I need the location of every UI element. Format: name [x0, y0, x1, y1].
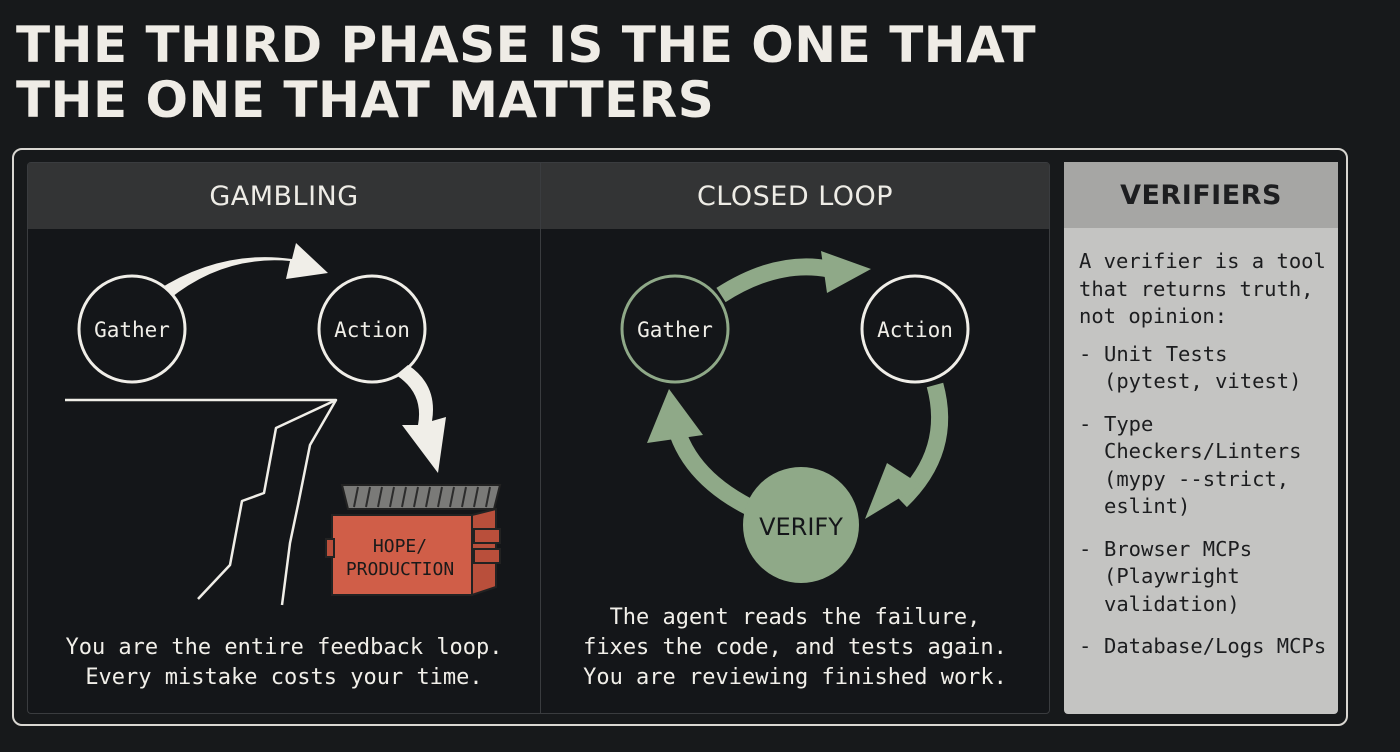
loop-verify-node: VERIFY [743, 467, 859, 583]
loop-verify-label: VERIFY [759, 513, 843, 541]
gambling-gather-label: Gather [94, 318, 170, 342]
comparison-frame [12, 148, 1348, 726]
gambling-panel: GAMBLING Gather Action [27, 162, 540, 714]
verifier-item: Type Checkers/Linters (mypy --strict, es… [1079, 411, 1335, 521]
gambling-header: GAMBLING [28, 163, 540, 229]
gambling-action-label: Action [334, 318, 410, 342]
verifier-item: Browser MCPs (Playwright validation) [1079, 536, 1335, 619]
loop-arrow-gather-to-action [716, 251, 871, 303]
loop-arrow-verify-to-gather [647, 389, 753, 515]
closed-loop-caption: The agent reads the failure, fixes the c… [541, 603, 1049, 693]
loop-gather-label: Gather [637, 318, 713, 342]
verifier-item: Database/Logs MCPs [1079, 633, 1335, 661]
gambling-caption: You are the entire feedback loop. Every … [28, 633, 540, 693]
verifiers-intro: A verifier is a tool that returns truth,… [1079, 249, 1326, 328]
closed-loop-header: CLOSED LOOP [541, 163, 1049, 229]
verifiers-list: Unit Tests (pytest, vitest) Type Checker… [1079, 341, 1335, 661]
title-line-1: THE THIRD PHASE IS THE ONE THAT [16, 16, 1037, 74]
closed-loop-caption-line-1: The agent reads the failure, [609, 605, 981, 630]
gambling-caption-line-1: You are the entire feedback loop. [65, 635, 503, 660]
gather-to-action-arrow [156, 243, 328, 300]
gambling-diagram: Gather Action [65, 243, 502, 606]
gambling-action-node: Action [317, 274, 427, 384]
title-line-2: THE ONE THAT MATTERS [16, 71, 715, 129]
verifiers-header: VERIFIERS [1064, 162, 1338, 228]
gambling-gather-node: Gather [77, 274, 187, 384]
cliff-edge [65, 398, 338, 606]
verifier-item: Unit Tests (pytest, vitest) [1079, 341, 1335, 396]
page-title: THE THIRD PHASE IS THE ONE THAT THE ONE … [16, 18, 1316, 128]
loop-action-node: Action [860, 274, 970, 384]
verifiers-panel: VERIFIERS A verifier is a tool that retu… [1064, 162, 1338, 714]
closed-loop-diagram: Gather Action VERIFY [620, 251, 970, 583]
closed-loop-caption-line-2: fixes the code, and tests again. [583, 635, 1007, 660]
verifiers-body: A verifier is a tool that returns truth,… [1079, 248, 1335, 676]
loop-arrow-action-to-verify [865, 382, 949, 519]
hope-production-dumpster: HOPE/ PRODUCTION [325, 484, 502, 597]
action-to-dumpster-arrow [396, 365, 446, 473]
dumpster-label-line-1: HOPE/ [373, 536, 427, 557]
loop-action-label: Action [877, 318, 953, 342]
closed-loop-panel: CLOSED LOOP Gather Action VERIF [540, 162, 1050, 714]
loop-gather-node: Gather [620, 274, 730, 384]
closed-loop-caption-line-3: You are reviewing finished work. [583, 665, 1007, 690]
gambling-caption-line-2: Every mistake costs your time. [85, 665, 483, 690]
dumpster-label-line-2: PRODUCTION [346, 559, 454, 580]
